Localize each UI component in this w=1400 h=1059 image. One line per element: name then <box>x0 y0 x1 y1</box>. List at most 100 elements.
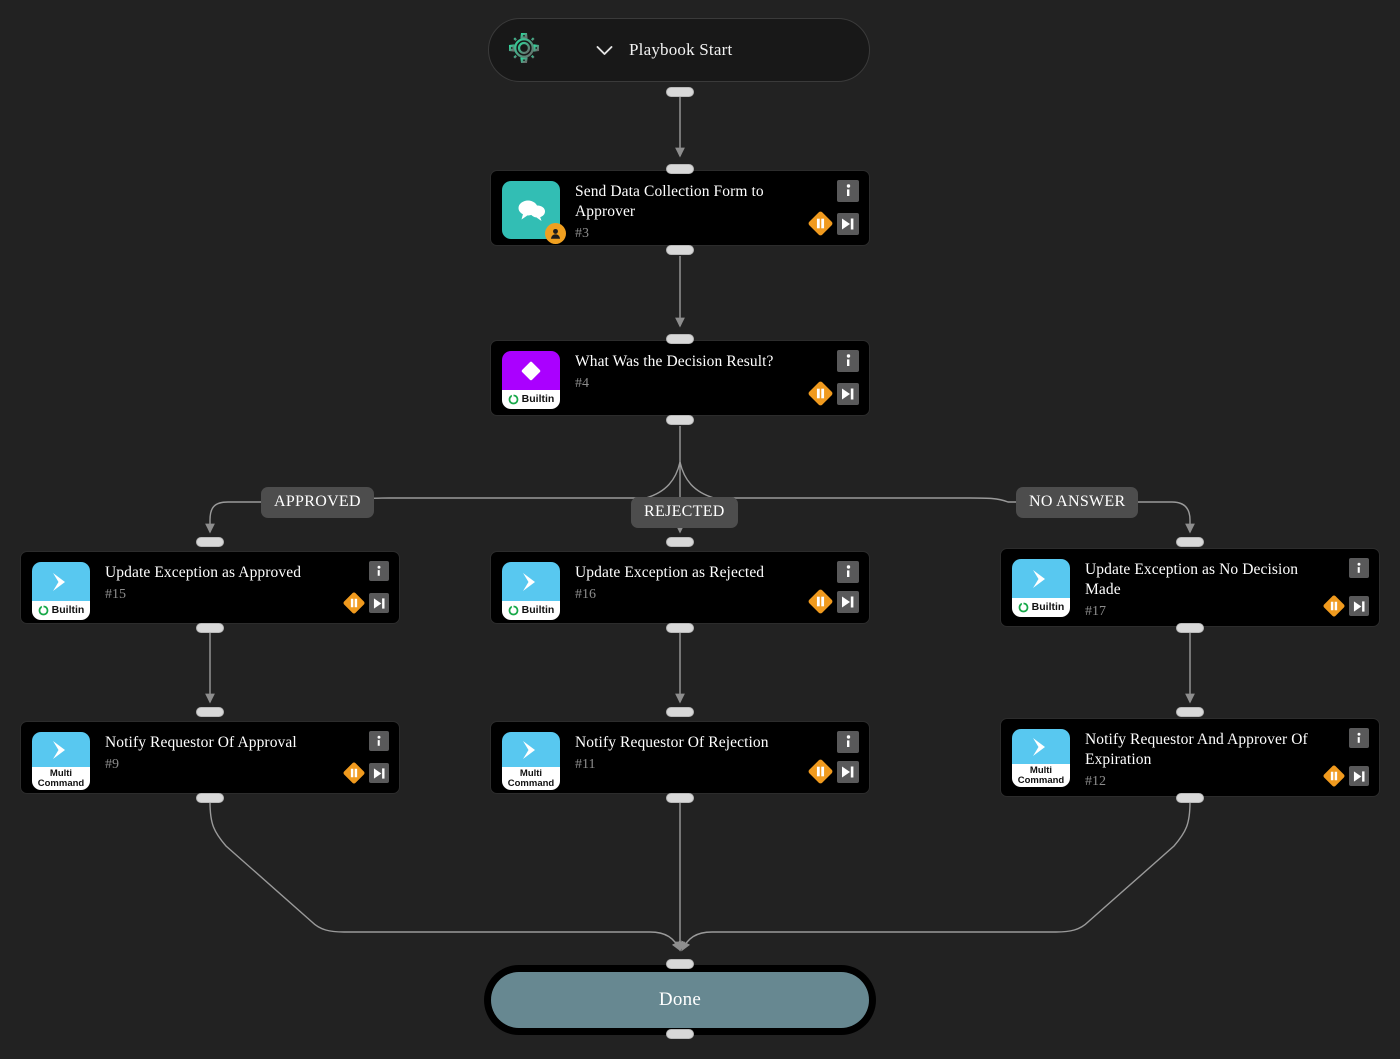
skip-next-icon[interactable] <box>369 593 389 613</box>
node-what-was-the-decision-result[interactable]: Builtin What Was the Decision Result? #4 <box>490 340 870 416</box>
skip-next-icon[interactable] <box>369 763 389 783</box>
handle-n11-top[interactable] <box>666 707 694 717</box>
node-number: #11 <box>575 757 596 772</box>
builtin-logo-icon <box>1018 602 1029 613</box>
node-title: Update Exception as Approved <box>105 564 302 581</box>
node-number: #4 <box>575 376 589 391</box>
handle-n15-bottom[interactable] <box>196 623 224 633</box>
info-icon[interactable] <box>369 731 389 751</box>
node-notify-requestor-of-approval[interactable]: Multi Command Notify Requestor Of Approv… <box>20 721 400 794</box>
playbook-start-label: Playbook Start <box>629 40 733 59</box>
node-controls[interactable] <box>343 592 389 614</box>
node-notify-requestor-and-approver-of-expiration[interactable]: Multi Command Notify Requestor And Appro… <box>1000 718 1380 797</box>
pause-icon[interactable] <box>808 759 833 784</box>
edge-label-no-answer[interactable]: NO ANSWER <box>1016 487 1139 518</box>
node-number: #16 <box>575 587 596 602</box>
node-controls[interactable] <box>808 759 859 784</box>
handle-start-bottom[interactable] <box>666 87 694 97</box>
handle-n17-bottom[interactable] <box>1176 623 1204 633</box>
handle-done-top[interactable] <box>666 959 694 969</box>
pause-icon[interactable] <box>343 762 365 784</box>
node-title: Update Exception as Rejected <box>575 564 765 581</box>
chevron-right-action-icon <box>502 562 560 601</box>
multi-command-label-line1: Multi <box>49 767 73 779</box>
node-icon <box>502 181 566 244</box>
node-title: Send Data Collection Form to Approver <box>575 183 764 220</box>
chevron-right-action-icon <box>32 732 90 767</box>
info-icon[interactable] <box>837 561 859 583</box>
handle-n12-top[interactable] <box>1176 707 1204 717</box>
node-send-data-collection-form[interactable]: Send Data Collection Form to Approver #3 <box>490 170 870 246</box>
skip-next-icon[interactable] <box>837 212 859 235</box>
node-controls[interactable] <box>808 211 859 236</box>
node-update-exception-as-no-decision-made[interactable]: Builtin Update Exception as No Decision … <box>1000 548 1380 627</box>
handle-done-bottom[interactable] <box>666 1029 694 1039</box>
builtin-logo-icon <box>38 605 49 616</box>
handle-n16-bottom[interactable] <box>666 623 694 633</box>
handle-n4-top[interactable] <box>666 334 694 344</box>
info-icon[interactable] <box>1349 558 1369 578</box>
handle-n15-top[interactable] <box>196 537 224 547</box>
handle-n9-top[interactable] <box>196 707 224 717</box>
node-title: What Was the Decision Result? <box>575 353 774 370</box>
builtin-label: Builtin <box>521 393 555 406</box>
info-icon[interactable] <box>1349 728 1369 748</box>
builtin-logo-icon <box>508 394 519 405</box>
node-controls[interactable] <box>808 589 859 614</box>
info-icon[interactable] <box>369 561 389 581</box>
skip-next-icon[interactable] <box>837 760 859 783</box>
pause-icon[interactable] <box>1323 765 1345 787</box>
skip-next-icon[interactable] <box>837 590 859 613</box>
handle-n17-top[interactable] <box>1176 537 1204 547</box>
pause-icon[interactable] <box>808 589 833 614</box>
skip-next-icon[interactable] <box>1349 596 1369 616</box>
pause-icon[interactable] <box>808 211 833 236</box>
node-number: #12 <box>1085 774 1106 789</box>
builtin-badge: Builtin <box>502 390 560 409</box>
node-update-exception-as-rejected[interactable]: Builtin Update Exception as Rejected #16 <box>490 551 870 624</box>
pause-icon[interactable] <box>343 592 365 614</box>
handle-n3-bottom[interactable] <box>666 245 694 255</box>
node-title: Notify Requestor Of Approval <box>105 734 297 751</box>
node-title: Update Exception as No Decision Made <box>1085 561 1299 598</box>
handle-n16-top[interactable] <box>666 537 694 547</box>
builtin-badge: Builtin <box>1012 598 1070 617</box>
builtin-badge: Builtin <box>502 601 560 620</box>
node-controls[interactable] <box>1323 595 1369 617</box>
pause-icon[interactable] <box>808 381 833 406</box>
handle-n11-bottom[interactable] <box>666 793 694 803</box>
info-icon[interactable] <box>837 180 859 202</box>
multi-command-badge: Multi Command <box>32 767 90 790</box>
handle-n12-bottom[interactable] <box>1176 793 1204 803</box>
node-title: Notify Requestor And Approver Of Expirat… <box>1085 731 1308 768</box>
handle-n4-bottom[interactable] <box>666 415 694 425</box>
node-controls[interactable] <box>808 381 859 406</box>
handle-n9-bottom[interactable] <box>196 793 224 803</box>
edge-label-approved[interactable]: APPROVED <box>261 487 374 518</box>
done-node[interactable]: Done <box>484 965 876 1035</box>
handle-n3-top[interactable] <box>666 164 694 174</box>
node-notify-requestor-of-rejection[interactable]: Multi Command Notify Requestor Of Reject… <box>490 721 870 794</box>
playbook-start-node[interactable]: Playbook Start <box>488 18 870 82</box>
edge-label-rejected[interactable]: REJECTED <box>631 497 738 528</box>
pause-icon[interactable] <box>1323 595 1345 617</box>
info-icon[interactable] <box>837 350 859 372</box>
chevron-right-action-icon <box>1012 729 1070 764</box>
node-update-exception-as-approved[interactable]: Builtin Update Exception as Approved #15 <box>20 551 400 624</box>
chevron-right-action-icon <box>1012 559 1070 598</box>
node-number: #15 <box>105 587 126 602</box>
info-icon[interactable] <box>837 731 859 753</box>
builtin-badge: Builtin <box>32 601 90 620</box>
chevron-down-icon[interactable] <box>591 45 617 56</box>
node-controls[interactable] <box>1323 765 1369 787</box>
node-icon: Builtin <box>1012 559 1070 617</box>
skip-next-icon[interactable] <box>837 382 859 405</box>
builtin-label: Builtin <box>521 604 555 617</box>
node-icon: Multi Command <box>32 732 90 790</box>
skip-next-icon[interactable] <box>1349 766 1369 786</box>
builtin-label: Builtin <box>1031 601 1065 614</box>
multi-command-badge: Multi Command <box>502 767 560 790</box>
node-number: #3 <box>575 226 589 241</box>
node-controls[interactable] <box>343 762 389 784</box>
